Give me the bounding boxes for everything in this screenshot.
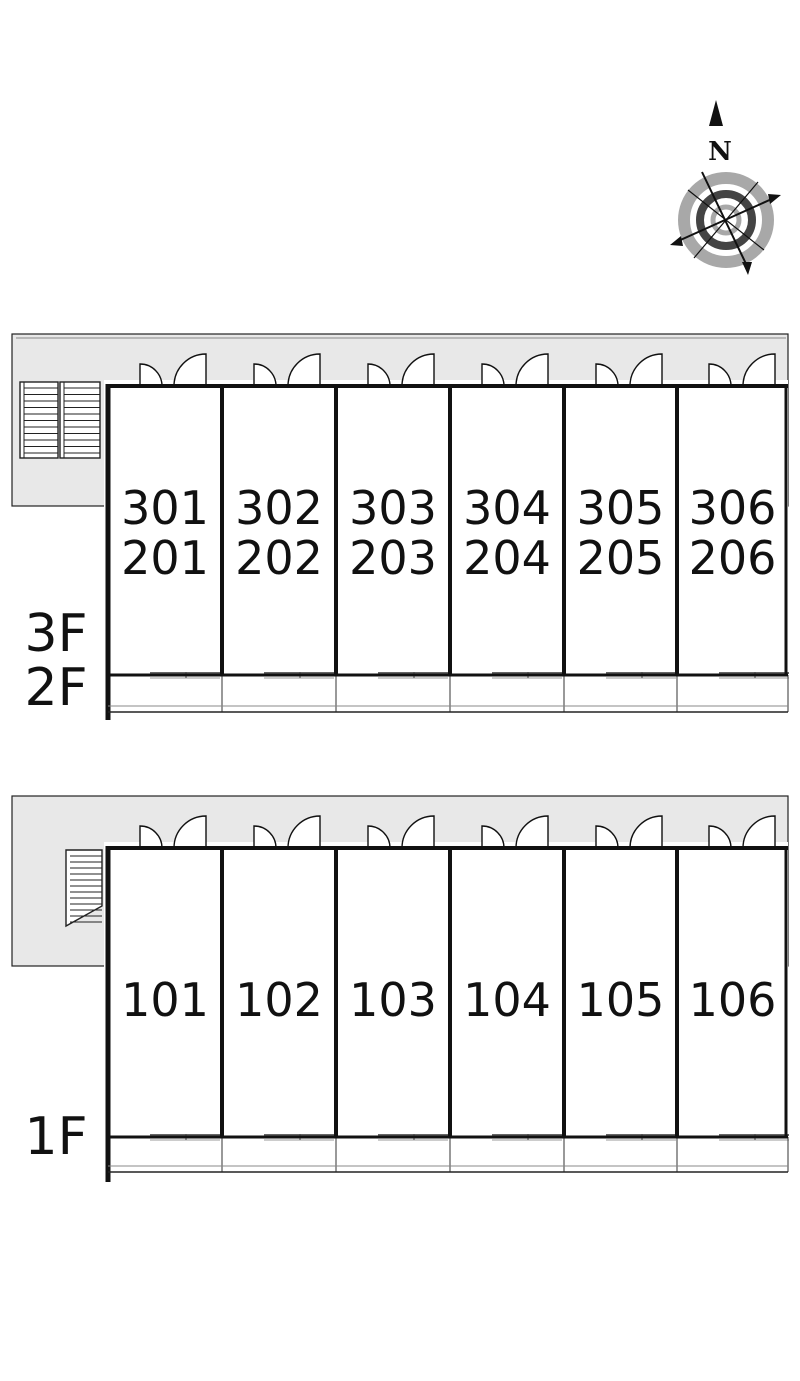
lower-building: 101 102 103 104 105 106 1F xyxy=(11,795,789,1182)
unit-number-101: 101 xyxy=(121,973,209,1027)
floor-label-3f: 3F xyxy=(25,604,88,664)
unit-105: 105 xyxy=(577,815,678,1172)
unit-number-304: 304 xyxy=(463,481,551,535)
unit-number-206: 206 xyxy=(689,531,777,585)
unit-103: 103 xyxy=(349,815,451,1172)
compass-rose-icon: N xyxy=(670,100,781,275)
unit-number-103: 103 xyxy=(349,973,437,1027)
unit-number-106: 106 xyxy=(689,973,777,1027)
unit-number-305: 305 xyxy=(577,481,665,535)
unit-number-202: 202 xyxy=(235,531,323,585)
unit-number-302: 302 xyxy=(235,481,323,535)
unit-number-204: 204 xyxy=(463,531,551,585)
unit-number-105: 105 xyxy=(577,973,665,1027)
lower-staircase xyxy=(65,849,103,928)
unit-number-306: 306 xyxy=(689,481,777,535)
unit-number-201: 201 xyxy=(121,531,209,585)
unit-number-205: 205 xyxy=(577,531,665,585)
unit-number-203: 203 xyxy=(349,531,437,585)
unit-101: 101 xyxy=(121,815,223,1172)
north-label: N xyxy=(708,137,732,167)
unit-number-104: 104 xyxy=(463,973,551,1027)
floor-label-1f: 1F xyxy=(25,1107,88,1167)
unit-102: 102 xyxy=(235,815,337,1172)
upper-staircase xyxy=(19,381,101,459)
unit-number-301: 301 xyxy=(121,481,209,535)
floor-label-2f: 2F xyxy=(25,658,88,718)
unit-number-102: 102 xyxy=(235,973,323,1027)
unit-number-303: 303 xyxy=(349,481,437,535)
